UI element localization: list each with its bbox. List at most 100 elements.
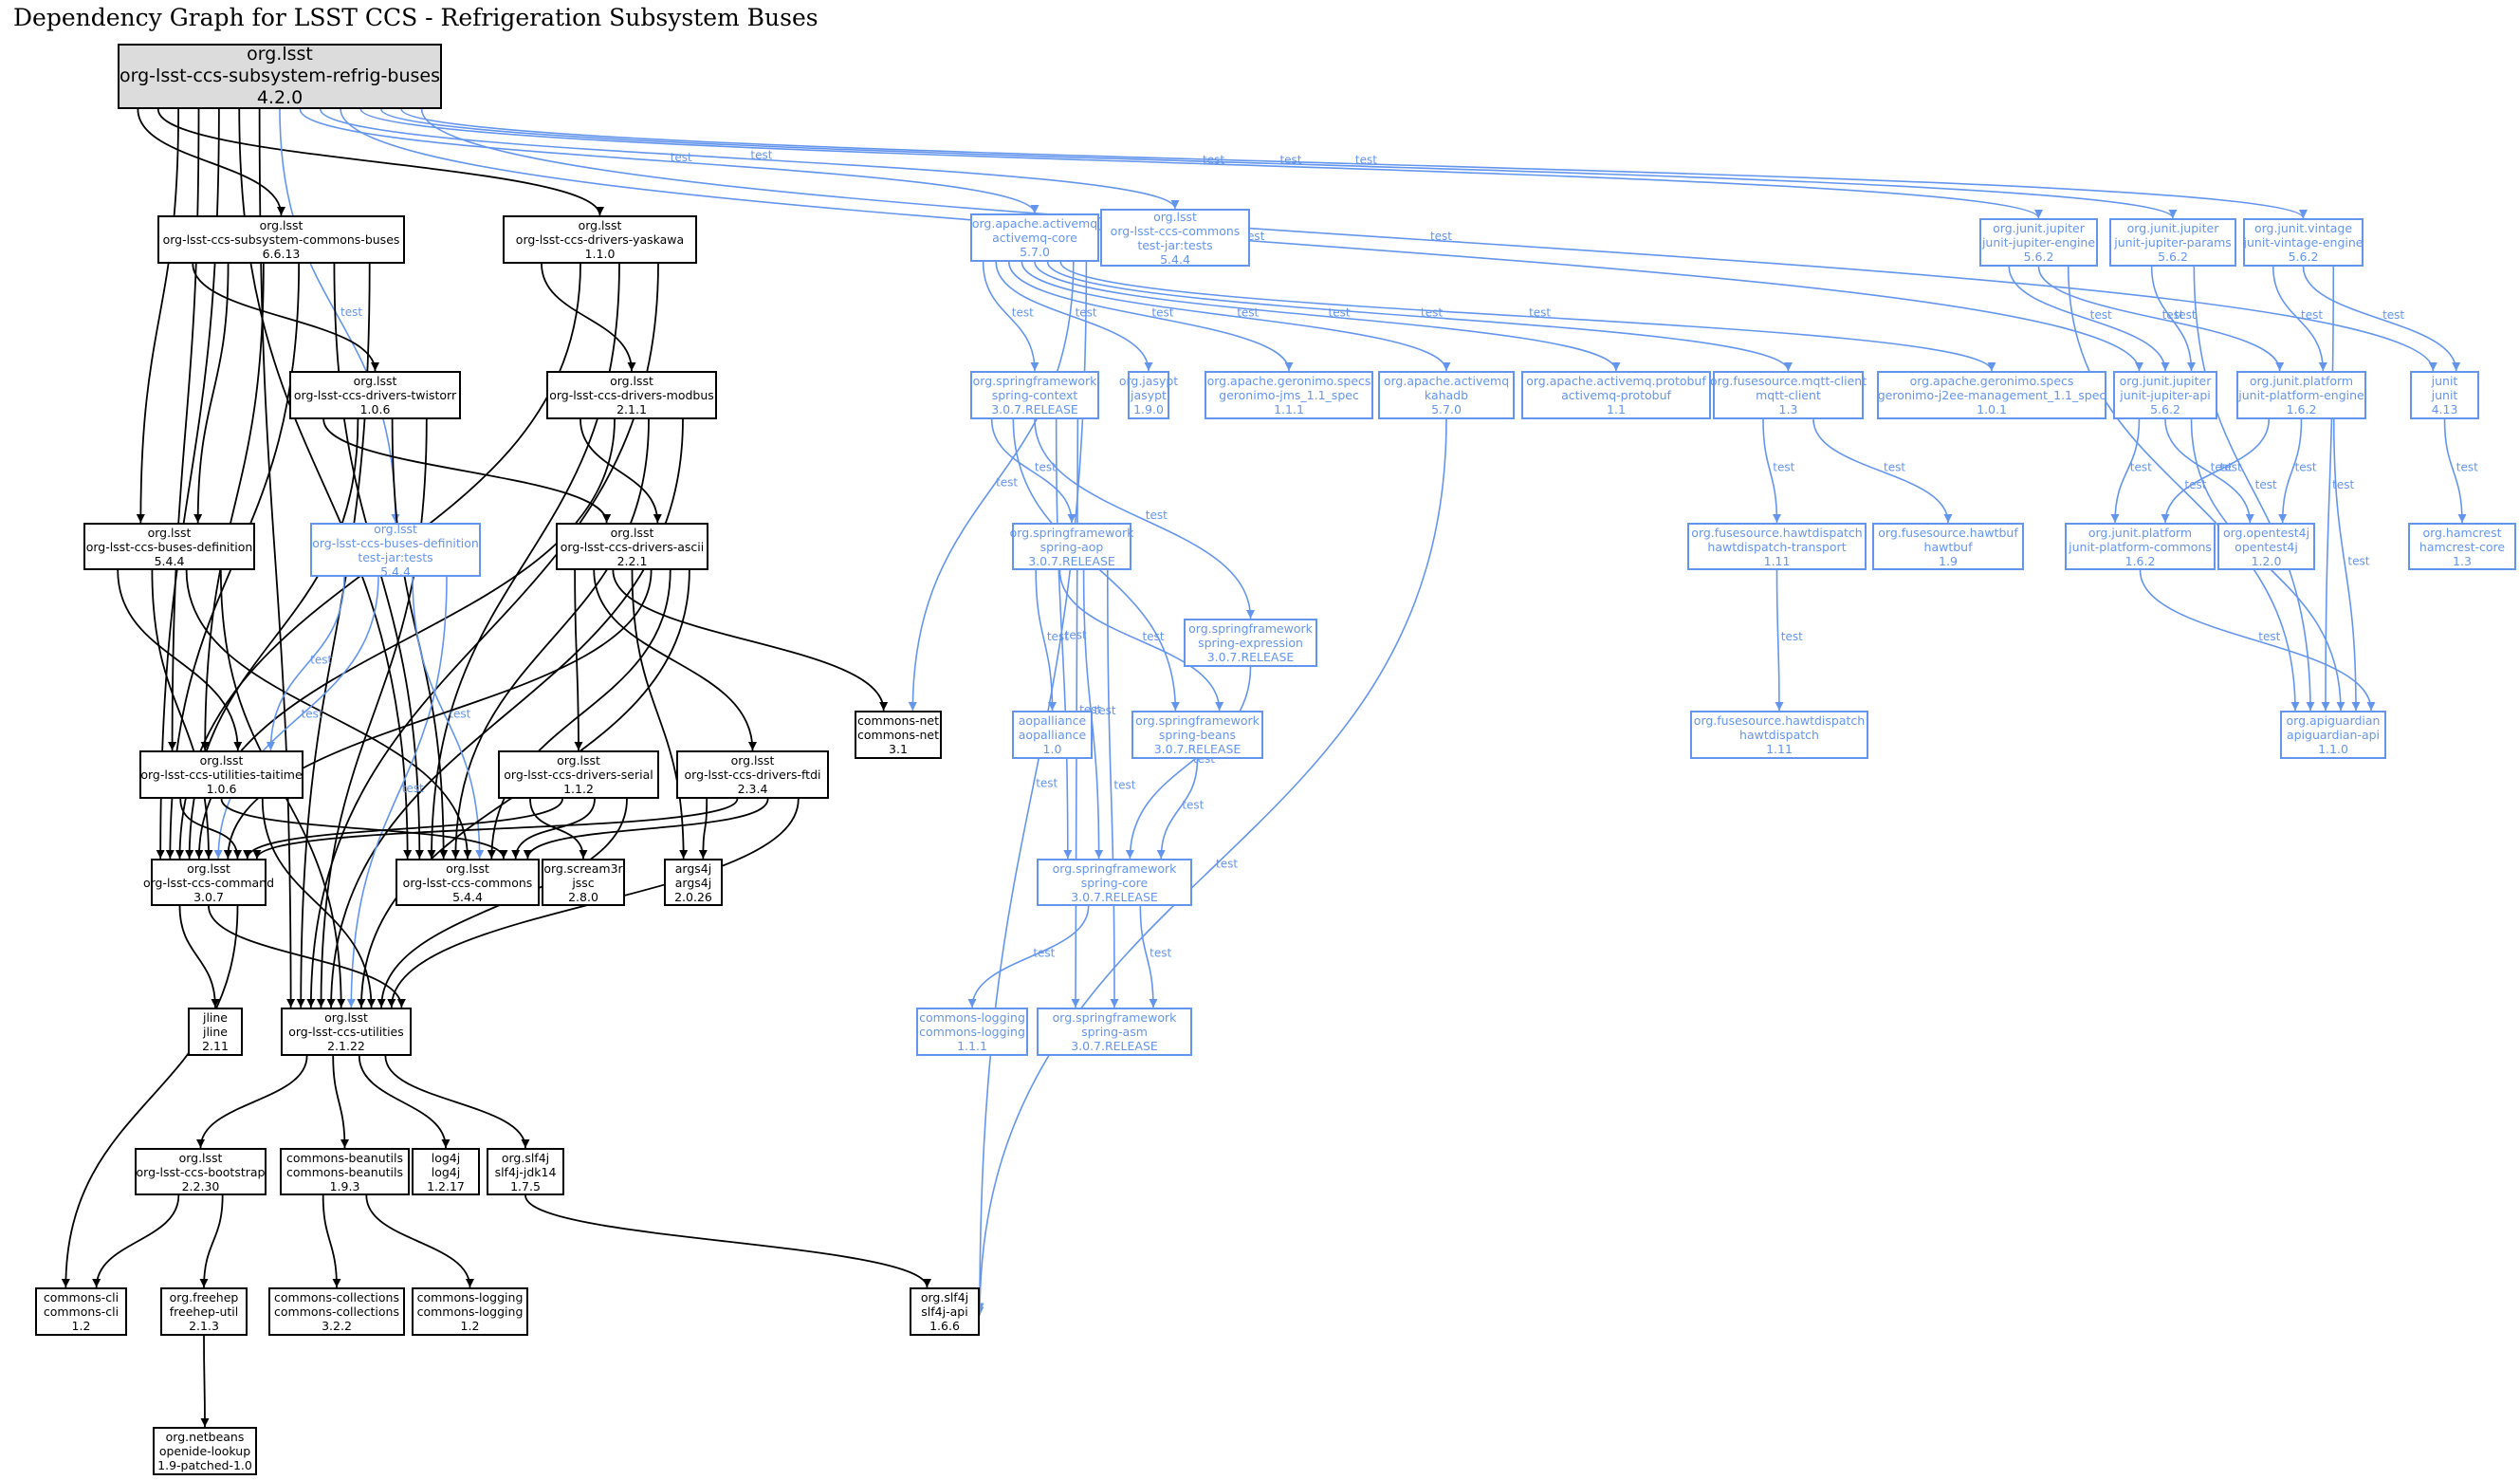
edge-yaskawa-to-modbus: [541, 263, 636, 372]
edge-mqtt-client-to-hawtbuf: [1812, 418, 1953, 524]
edge-ascii-to-command: [223, 569, 653, 860]
node-version: 1.9-patched-1.0: [157, 1458, 252, 1472]
node-version: 3.0.7.RELEASE: [1071, 1039, 1158, 1053]
node-artifact: org-lsst-ccs-drivers-ascii: [560, 539, 705, 554]
edge-label-test: test: [1773, 461, 1794, 474]
node-version: 2.1.1: [616, 402, 647, 416]
edge-label-test: test: [1279, 154, 1301, 167]
edge-junit-to-hamcrest: [2443, 418, 2467, 524]
node-group: org.junit.jupiter: [2126, 221, 2219, 235]
node-artifact: org-lsst-ccs-drivers-twistorr: [293, 388, 457, 402]
node-version: 5.4.4: [154, 553, 185, 568]
edge-beanutils-to-collections: [322, 1194, 341, 1288]
edge-spring-beans-to-spring-core: [1156, 758, 1199, 860]
edge-buses-def-to-taitime: [117, 569, 243, 751]
node-version: 3.2.2: [322, 1319, 352, 1333]
edge-label-test: test: [1146, 509, 1168, 522]
node-artifact: spring-context: [991, 388, 1078, 402]
node-group: org.lsst: [178, 1150, 223, 1165]
node-artifact: spring-aop: [1039, 539, 1104, 554]
edge-jdk14-to-slf4j-api: [524, 1194, 931, 1288]
node-artifact: org-lsst-ccs-buses-definition: [312, 535, 479, 550]
node-artifact: geronimo-j2ee-management_1.1_spec: [1877, 388, 2106, 402]
node-artifact: freehep-util: [169, 1304, 239, 1319]
node-artifact: org-lsst-ccs-commons: [1110, 223, 1241, 238]
node-artifact: commons-logging: [416, 1304, 524, 1319]
edge-spring-context-to-spring-expression: [1034, 418, 1255, 620]
edge-utilities-to-bootstrap: [196, 1055, 308, 1149]
node-version: 1.1.0: [2318, 742, 2348, 756]
edge-label-test: test: [2090, 308, 2112, 322]
node-artifact: hamcrest-core: [2419, 539, 2506, 554]
node-group: commons-logging: [919, 1010, 1025, 1025]
edge-command-to-utilities: [208, 905, 406, 1008]
node-version: 1.11: [1763, 553, 1791, 568]
edge-label-test: test: [1151, 306, 1173, 320]
node-group: org.springframework: [1135, 713, 1260, 728]
node-artifact: org-lsst-ccs-commons: [402, 875, 533, 890]
node-group: org.lsst: [557, 753, 600, 768]
node-artifact: activemq-protobuf: [1561, 388, 1671, 402]
edge-activemq-core-to-mqtt-client: [1046, 261, 1793, 372]
node-version: 1.1: [1607, 402, 1626, 416]
node-group: org.junit.vintage: [2253, 221, 2353, 235]
